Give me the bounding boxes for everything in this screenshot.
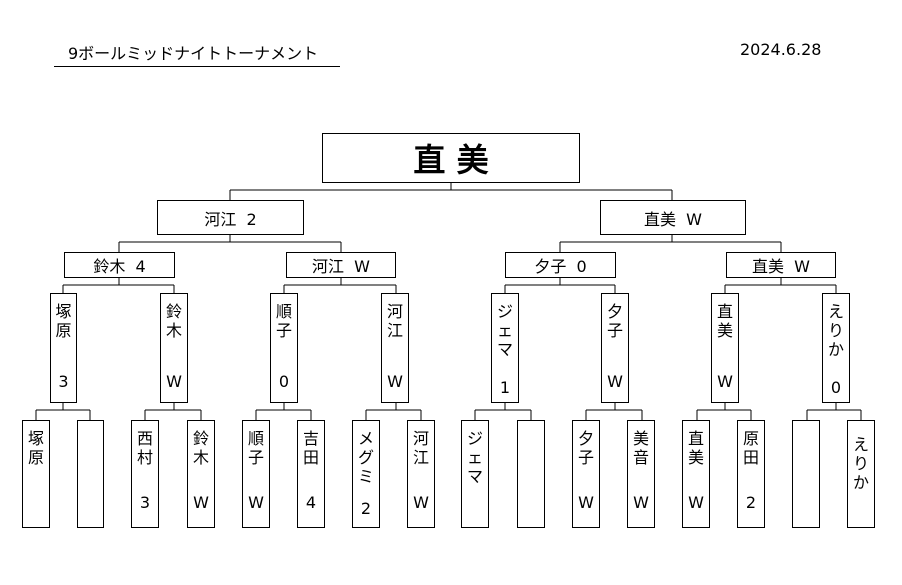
round2-box-5: ジ ェ マ 1 xyxy=(491,293,519,403)
connector-quarter-2 xyxy=(283,278,397,293)
round1-name-8: 河 江 xyxy=(412,429,429,467)
round1-name-1: 塚 原 xyxy=(27,429,44,467)
quarterfinal-label-2: 河江 W xyxy=(312,257,370,276)
semifinal-left-label: 河江 2 xyxy=(204,209,257,229)
round2-name-5: ジ ェ マ xyxy=(496,302,513,359)
round1-box-2 xyxy=(77,420,104,528)
round2-score-1: 3 xyxy=(58,372,69,391)
round1-box-7: メ グ ミ 2 xyxy=(352,420,380,528)
connector-r2-8 xyxy=(806,402,862,420)
connector-semi-right xyxy=(559,235,782,252)
round1-score-3: 3 xyxy=(139,493,151,512)
round1-box-8: 河 江 W xyxy=(407,420,435,528)
champion-box: 直 美 xyxy=(322,133,580,183)
connector-r2-2 xyxy=(144,402,202,420)
round1-name-6: 吉 田 xyxy=(302,429,319,467)
round2-name-8: え り か xyxy=(827,302,844,359)
round1-box-12: 美 音 W xyxy=(627,420,655,528)
round2-name-2: 鈴 木 xyxy=(165,302,182,340)
round1-score-12: W xyxy=(633,493,649,512)
round1-name-11: 夕 子 xyxy=(577,429,594,467)
round1-score-14: 2 xyxy=(745,493,757,512)
round1-box-6: 吉 田 4 xyxy=(297,420,325,528)
semifinal-right-label: 直美 W xyxy=(644,209,702,229)
connector-quarter-4 xyxy=(724,278,837,293)
connector-r2-6 xyxy=(585,402,643,420)
semifinal-left-box: 河江 2 xyxy=(157,200,304,235)
round1-name-13: 直 美 xyxy=(687,429,704,467)
round1-box-3: 西 村 3 xyxy=(131,420,159,528)
round1-score-13: W xyxy=(688,493,704,512)
connector-r2-1 xyxy=(35,402,91,420)
round1-box-15 xyxy=(792,420,820,528)
round1-name-12: 美 音 xyxy=(632,429,649,467)
quarterfinal-box-3: 夕子 0 xyxy=(505,252,616,278)
round2-box-4: 河 江 W xyxy=(381,293,409,403)
connector-r2-4 xyxy=(365,402,422,420)
round1-box-13: 直 美 W xyxy=(682,420,710,528)
semifinal-right-box: 直美 W xyxy=(600,200,746,235)
round1-name-9: ジ ェ マ xyxy=(466,429,483,486)
connector-r2-5 xyxy=(474,402,532,420)
connector-semi-left xyxy=(118,235,342,252)
round2-score-4: W xyxy=(387,372,403,391)
round1-score-6: 4 xyxy=(305,493,317,512)
quarterfinal-box-2: 河江 W xyxy=(286,252,396,278)
round1-box-11: 夕 子 W xyxy=(572,420,600,528)
round1-name-3: 西 村 xyxy=(136,429,153,467)
round1-name-5: 順 子 xyxy=(247,429,264,467)
round2-score-8: 0 xyxy=(830,378,842,397)
round2-score-5: 1 xyxy=(499,378,511,397)
round2-score-2: W xyxy=(166,372,182,391)
quarterfinal-box-4: 直美 W xyxy=(726,252,836,278)
round2-score-6: W xyxy=(607,372,623,391)
round1-name-14: 原 田 xyxy=(742,429,759,467)
quarterfinal-box-1: 鈴木 4 xyxy=(64,252,175,278)
round1-score-8: W xyxy=(413,493,429,512)
round2-box-6: 夕 子 W xyxy=(601,293,629,403)
quarterfinal-label-3: 夕子 0 xyxy=(534,257,587,276)
round2-box-2: 鈴 木 W xyxy=(160,293,188,403)
connector-r2-7 xyxy=(696,402,752,420)
round2-box-8: え り か 0 xyxy=(822,293,850,403)
round1-score-5: W xyxy=(248,493,264,512)
round1-score-7: 2 xyxy=(360,499,372,518)
round1-name-16: え り か xyxy=(852,435,869,492)
tournament-title: 9ボールミッドナイトトーナメント xyxy=(54,38,340,67)
round1-box-14: 原 田 2 xyxy=(737,420,765,528)
round1-score-4: W xyxy=(193,493,209,512)
round1-name-7: メ グ ミ xyxy=(357,429,374,486)
round2-score-7: W xyxy=(717,372,733,391)
tournament-date: 2024.6.28 xyxy=(740,40,822,59)
round2-box-7: 直 美 W xyxy=(711,293,739,403)
round1-name-4: 鈴 木 xyxy=(192,429,209,467)
round1-box-1: 塚 原 xyxy=(22,420,50,528)
champion-name: 直 美 xyxy=(413,141,489,179)
quarterfinal-label-4: 直美 W xyxy=(752,257,810,276)
round1-box-10 xyxy=(517,420,545,528)
round2-box-3: 順 子 0 xyxy=(270,293,298,403)
round2-name-1: 塚 原 xyxy=(55,302,72,340)
round2-name-3: 順 子 xyxy=(275,302,292,340)
connector-final xyxy=(229,182,673,200)
round2-name-7: 直 美 xyxy=(716,302,733,340)
round1-box-16: え り か xyxy=(847,420,875,528)
round1-box-9: ジ ェ マ xyxy=(461,420,489,528)
title-text: 9ボールミッドナイトトーナメント xyxy=(68,44,319,63)
round1-box-5: 順 子 W xyxy=(242,420,270,528)
round2-score-3: 0 xyxy=(278,372,290,391)
round1-box-4: 鈴 木 W xyxy=(187,420,215,528)
connector-r2-3 xyxy=(255,402,312,420)
round2-name-4: 河 江 xyxy=(386,302,403,340)
round2-name-6: 夕 子 xyxy=(606,302,623,340)
quarterfinal-label-1: 鈴木 4 xyxy=(93,257,146,276)
connector-quarter-1 xyxy=(62,278,175,293)
round1-score-11: W xyxy=(578,493,594,512)
connector-quarter-3 xyxy=(504,278,616,293)
round2-box-1: 塚 原 3 xyxy=(50,293,77,403)
